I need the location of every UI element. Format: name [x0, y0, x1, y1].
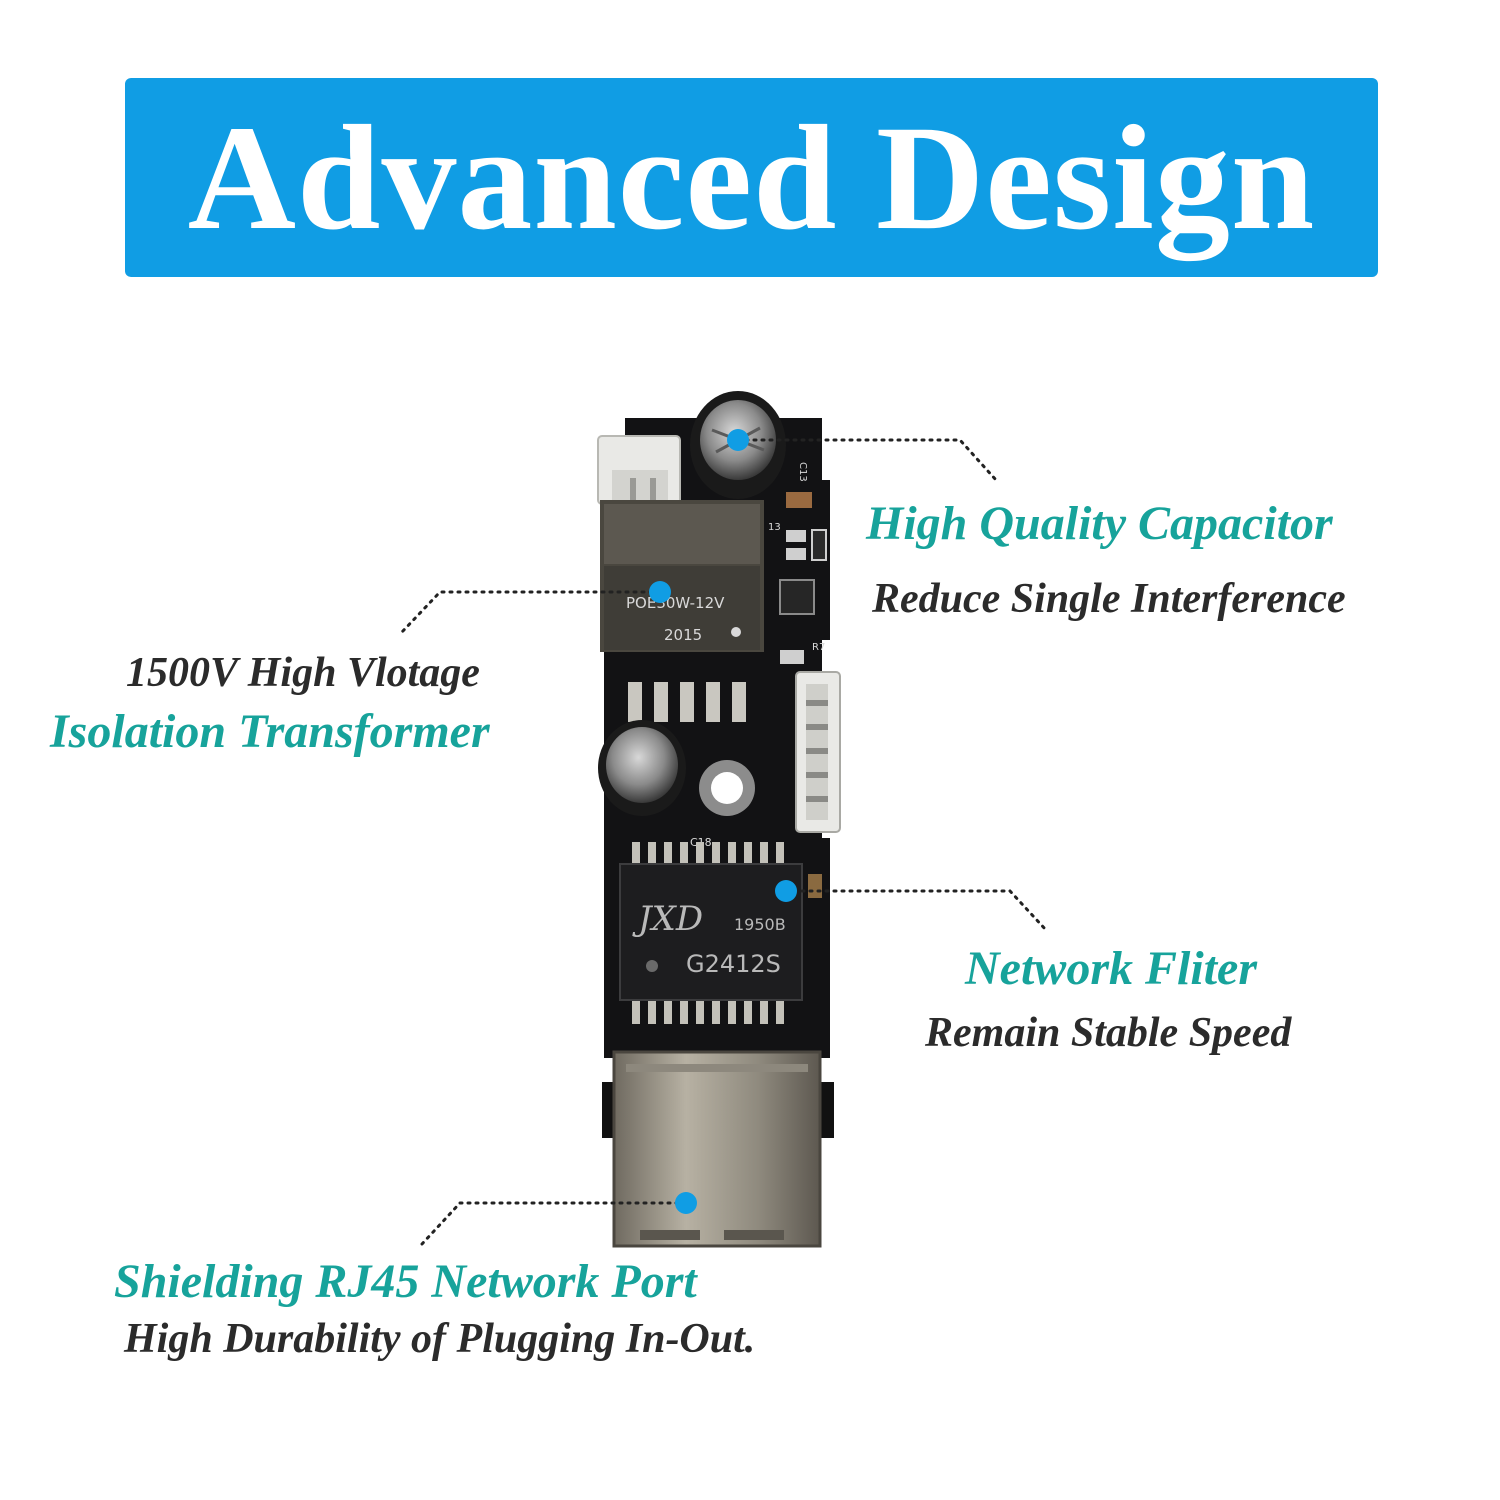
- dot-capacitor: [727, 429, 749, 451]
- leader-transformer: [400, 590, 662, 634]
- banner-title: Advanced Design: [187, 94, 1316, 261]
- network-filter-component: JXD 1950B G2412S: [619, 842, 822, 1024]
- rj45-subtitle: High Durability of Plugging In-Out.: [124, 1316, 756, 1362]
- filter-title: Network Fliter: [965, 942, 1258, 995]
- transformer-subtitle: 1500V High Vlotage: [126, 650, 480, 696]
- mounting-hole: [699, 760, 755, 816]
- transformer-component: POE30W-12V 2015: [600, 500, 764, 722]
- capacitor-subtitle: Reduce Single Interference: [872, 576, 1346, 622]
- filter-brand: JXD: [632, 899, 703, 939]
- side-header-connector: [795, 671, 841, 833]
- leader-rj45: [420, 1201, 688, 1246]
- power-connector: [597, 435, 681, 505]
- filter-model: G2412S: [686, 950, 781, 978]
- dot-rj45: [675, 1192, 697, 1214]
- rj45-port: [602, 1050, 834, 1248]
- silk-r7: R7: [812, 642, 825, 653]
- filter-subtitle: Remain Stable Speed: [925, 1010, 1292, 1056]
- transformer-title: Isolation Transformer: [50, 705, 490, 758]
- silk-c13: C13: [797, 462, 808, 482]
- silk-13: 13: [768, 522, 781, 533]
- secondary-capacitor: [598, 720, 686, 816]
- capacitor-title: High Quality Capacitor: [866, 497, 1333, 550]
- transformer-year: 2015: [664, 626, 702, 644]
- leader-filter: [784, 889, 1048, 932]
- dot-filter: [775, 880, 797, 902]
- smd-components: C13 R7 13: [768, 462, 827, 664]
- callout-dots: [649, 429, 797, 1214]
- leader-lines: [400, 438, 1048, 1246]
- transformer-marking: POE30W-12V: [626, 594, 725, 612]
- title-banner: Advanced Design: [125, 78, 1378, 277]
- rj45-title: Shielding RJ45 Network Port: [114, 1255, 697, 1308]
- leader-capacitor: [736, 438, 998, 482]
- filter-code: 1950B: [734, 915, 786, 934]
- dot-transformer: [649, 581, 671, 603]
